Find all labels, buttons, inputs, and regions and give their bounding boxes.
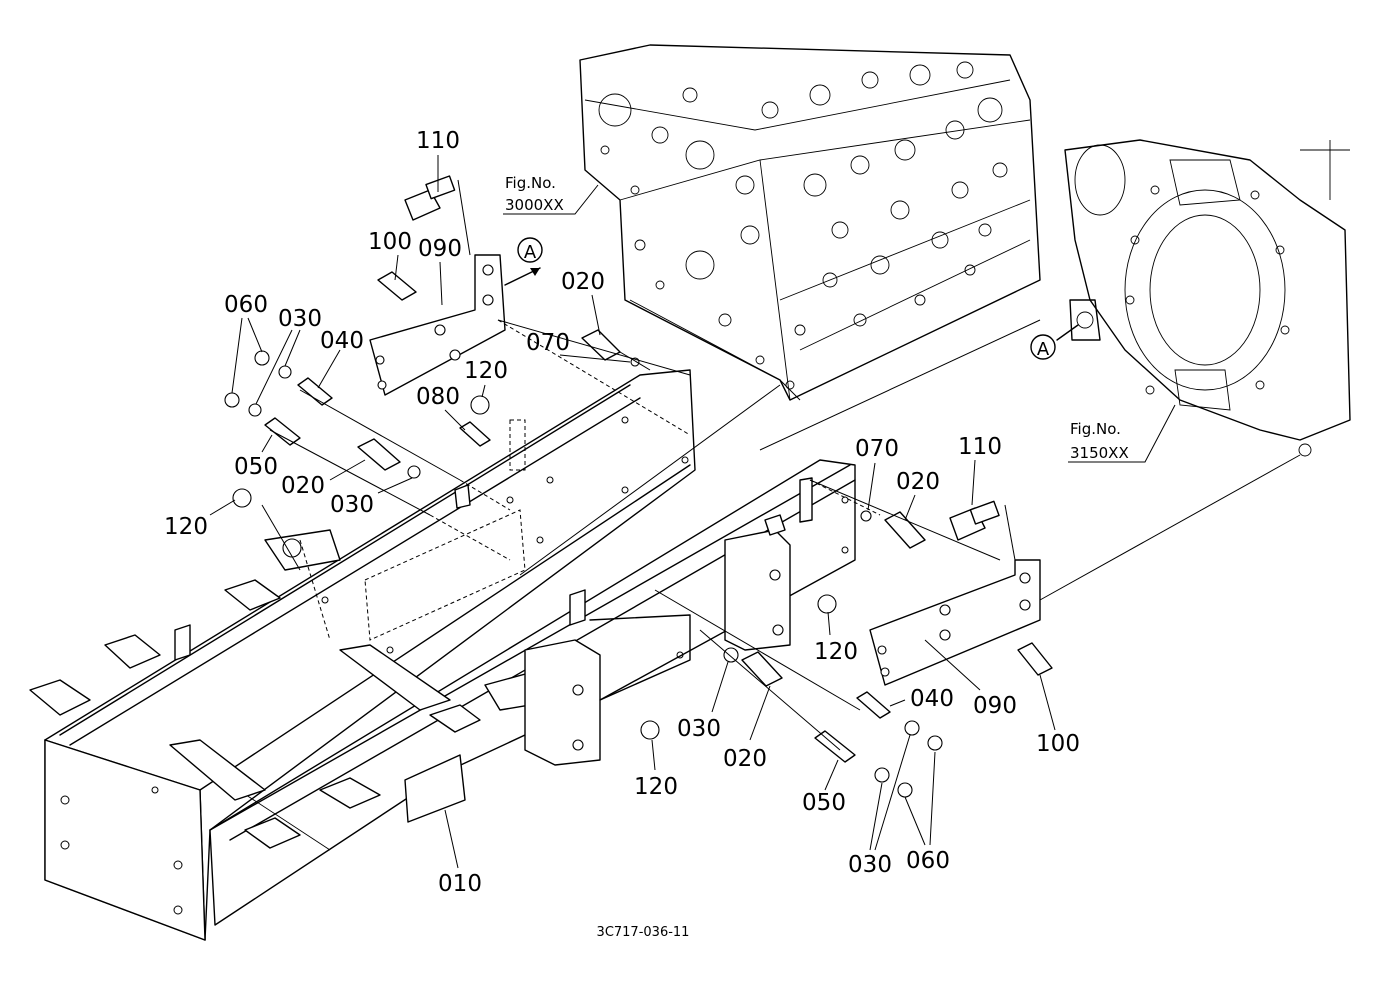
callout-050-left: 050 <box>234 454 278 480</box>
drawing-code: 3C717-036-11 <box>597 925 690 940</box>
fig-ref-number: 3150XX <box>1070 444 1129 462</box>
engine-block <box>579 44 1041 401</box>
callout-030-mid: 030 <box>330 492 374 518</box>
callout-050-right: 050 <box>802 790 846 816</box>
fig-ref-flywheel: Fig.No. 3150XX <box>1068 404 1176 463</box>
callout-110-right: 110 <box>958 434 1002 460</box>
fig-ref-label: Fig.No. <box>505 174 556 192</box>
callout-leaders <box>209 155 1056 869</box>
callout-090-top: 090 <box>418 236 462 262</box>
callout-100-top: 100 <box>368 229 412 255</box>
fig-ref-label: Fig.No. <box>1070 420 1121 438</box>
view-marker-a-top: A <box>504 237 543 286</box>
callout-020-top: 020 <box>561 269 605 295</box>
callout-020-right: 020 <box>896 469 940 495</box>
flywheel-housing <box>1064 139 1351 457</box>
callout-030-lower: 030 <box>677 716 721 742</box>
fig-ref-number: 3000XX <box>505 196 564 214</box>
callout-100-right: 100 <box>1036 731 1080 757</box>
callout-080: 080 <box>416 384 460 410</box>
callout-070-right: 070 <box>855 436 899 462</box>
callout-120-upper: 120 <box>464 358 508 384</box>
bracket-left <box>369 254 506 396</box>
view-marker-a-right: A <box>1030 324 1079 360</box>
callout-120-right: 120 <box>814 639 858 665</box>
callout-030-right: 030 <box>848 852 892 878</box>
callout-040-right: 040 <box>910 686 954 712</box>
callout-020-lower: 020 <box>723 746 767 772</box>
callout-040-left: 040 <box>320 328 364 354</box>
callout-060-right: 060 <box>906 848 950 874</box>
callout-labels: 110 100 090 020 070 060 030 040 120 080 … <box>164 128 1080 897</box>
callout-090-right: 090 <box>973 693 1017 719</box>
bracket-right <box>869 559 1041 686</box>
view-marker-text: A <box>524 242 537 263</box>
fig-ref-engine: Fig.No. 3000XX <box>503 174 599 215</box>
fasteners <box>224 175 1053 798</box>
callout-120-left: 120 <box>164 514 208 540</box>
callout-030-left: 030 <box>278 306 322 332</box>
callout-060-left: 060 <box>224 292 268 318</box>
frame-assembly <box>29 369 856 941</box>
callout-070-left: 070 <box>526 330 570 356</box>
callout-010: 010 <box>438 871 482 897</box>
view-marker-text: A <box>1037 339 1050 360</box>
callout-120-lower: 120 <box>634 774 678 800</box>
callout-110-top: 110 <box>416 128 460 154</box>
callout-020-left: 020 <box>281 473 325 499</box>
